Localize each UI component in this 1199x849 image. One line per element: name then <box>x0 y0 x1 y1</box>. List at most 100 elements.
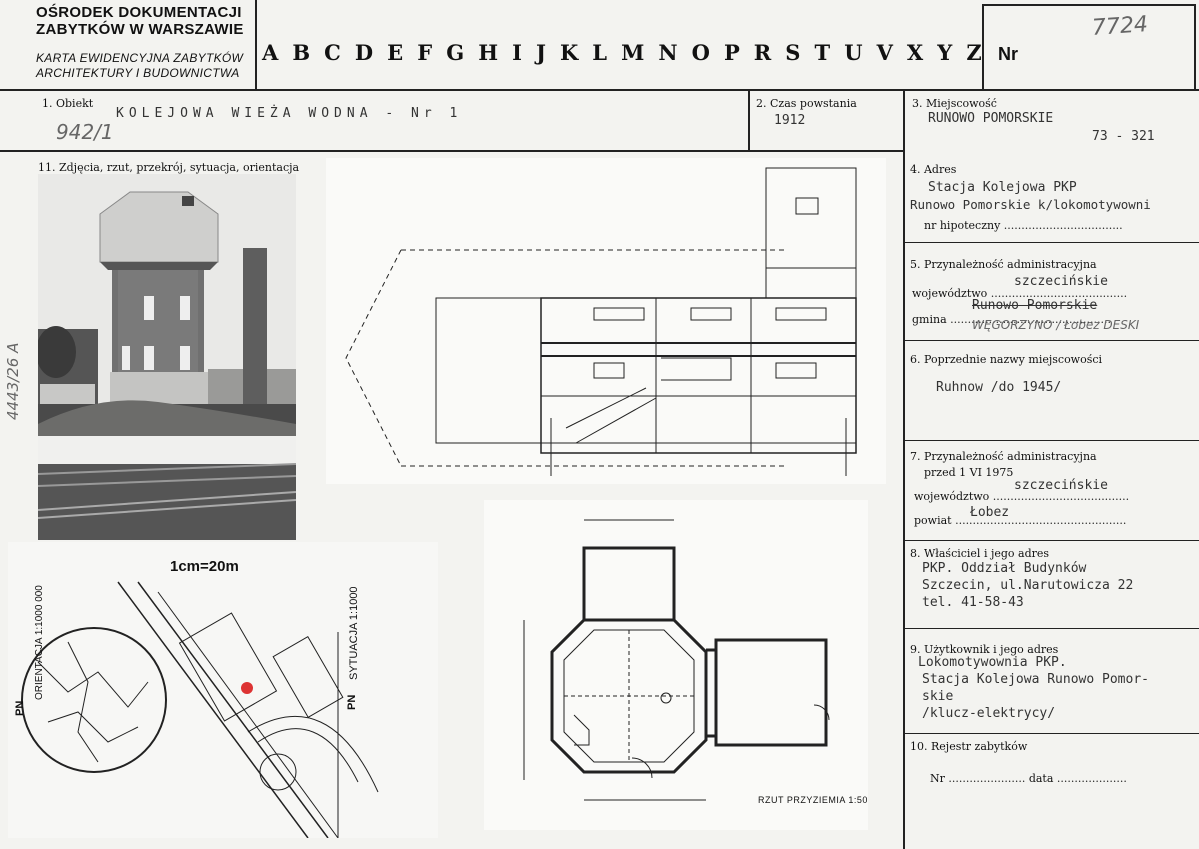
sep-9-10 <box>904 733 1199 734</box>
floor-plan-caption: RZUT PRZYZIEMIA 1:50 <box>758 795 868 805</box>
sep-6-7 <box>904 440 1199 441</box>
woj-label: województwo <box>912 287 988 300</box>
card-line2: ARCHITEKTURY I BUDOWNICTWA <box>36 66 240 80</box>
przed-label: przed 1 VI 1975 <box>924 466 1014 479</box>
poprz-label: 6. Poprzednie nazwy miejscowości <box>910 353 1103 366</box>
floor-plan-graphic <box>523 519 830 801</box>
index-letter: E <box>387 40 404 65</box>
org-line2: ZABYTKÓW W WARSZAWIE <box>36 21 244 38</box>
index-letter: U <box>844 40 863 65</box>
index-letter: S <box>785 40 801 65</box>
nr-box-top <box>982 4 1196 6</box>
north-left: PN <box>14 700 26 716</box>
sytuacja-label: SYTUACJA 1:1000 <box>348 586 360 680</box>
index-letter: D <box>354 40 374 65</box>
tower-photo <box>36 174 297 540</box>
sep-4-5 <box>904 242 1199 243</box>
rejestr-label: 10. Rejestr zabytków <box>910 740 1028 753</box>
nr-hip-text: nr hipoteczny <box>924 219 1001 232</box>
rejestr-row: Nr ...................... data .........… <box>930 772 1127 785</box>
zdjecia-label: 11. Zdjęcia, rzut, przekrój, sytuacja, o… <box>38 161 300 174</box>
uzyt-line2: Stacja Kolejowa Runowo Pomor- <box>922 672 1149 687</box>
woj-dots: ....................................... <box>987 287 1128 300</box>
gmina-label: gmina <box>912 313 947 326</box>
orientacja-label: ORIENTACJA 1:1000 000 <box>34 585 45 700</box>
uzyt-line4: /klucz-elektrycy/ <box>922 706 1056 721</box>
index-letter: O <box>691 40 710 65</box>
index-letter: Y <box>937 40 953 65</box>
situation-map <box>8 542 438 839</box>
index-letter: H <box>478 40 499 65</box>
woj2-label: województwo <box>914 490 990 503</box>
nr-value: 7724 <box>1091 12 1149 41</box>
postal-code: 73 - 321 <box>1092 129 1155 144</box>
nr-box-right <box>1194 4 1196 90</box>
index-letter: F <box>417 40 433 65</box>
wlasc-line3: tel. 41-58-43 <box>922 595 1024 610</box>
adres-label: 4. Adres <box>910 163 957 176</box>
gmina-dots: ........................................… <box>946 313 1111 326</box>
obiekt-value: KOLEJOWA WIEŻA WODNA - Nr 1 <box>116 106 463 121</box>
powiat-value: Łobez <box>970 505 1010 520</box>
rejestr-data: data <box>1028 772 1054 785</box>
index-letter: G <box>446 40 465 65</box>
przyn-label: 5. Przynależność administracyjna <box>910 258 1097 271</box>
side-hand-number: 4443/26 A <box>4 342 22 420</box>
miejscowosc-value: RUNOWO POMORSKIE <box>928 111 1054 126</box>
powiat-dots: ........................................… <box>951 514 1127 527</box>
miejscowosc-label: 3. Miejscowość <box>912 97 997 110</box>
index-letter: B <box>292 40 311 65</box>
right-column-divider <box>903 90 905 849</box>
north-right: PN <box>346 694 358 710</box>
org-name: OŚRODEK DOKUMENTACJI ZABYTKÓW W WARSZAWI… <box>36 4 244 38</box>
rejestr-data-dots: .................... <box>1053 772 1127 785</box>
index-letter: R <box>753 40 772 65</box>
index-letter: T <box>814 40 831 65</box>
tower-photo-graphic <box>36 174 297 540</box>
situation-map-graphic <box>21 581 379 839</box>
index-letter: A <box>262 40 279 65</box>
przyn2-label: 7. Przynależność administracyjna <box>910 450 1097 463</box>
section-drawing-graphic <box>345 167 857 476</box>
adres-line1: Stacja Kolejowa PKP <box>928 180 1077 195</box>
map-scale: 1cm=20m <box>170 558 239 575</box>
wlasc-label: 8. Właściciel i jego adres <box>910 547 1050 560</box>
woj-row: województwo ............................… <box>912 287 1127 300</box>
sep-5-6 <box>904 340 1199 341</box>
uzyt-line3: skie <box>922 689 954 704</box>
woj2-dots: ....................................... <box>989 490 1130 503</box>
czas-label: 2. Czas powstania <box>756 97 857 110</box>
poprz-value: Ruhnow /do 1945/ <box>936 380 1062 395</box>
index-letter: P <box>723 40 740 65</box>
row1-bottom-line <box>0 150 905 152</box>
woj-value: szczecińskie <box>1014 274 1108 289</box>
nr-label: Nr <box>998 44 1019 64</box>
row1-divider-a <box>748 90 750 151</box>
index-letter: L <box>592 40 608 65</box>
index-letter: M <box>621 40 645 65</box>
rejestr-nr: Nr <box>930 772 945 785</box>
czas-value: 1912 <box>774 113 806 128</box>
powiat-label: powiat <box>914 514 952 527</box>
gmina-struck: Runowo Pomorskie <box>972 298 1098 313</box>
gmina-hand: WĘGORZYNO / Łobez DESKI <box>972 318 1140 332</box>
section-drawing <box>326 158 886 484</box>
card-line1: KARTA EWIDENCYJNA ZABYTKÓW <box>36 51 244 65</box>
nr-hip-label: nr hipoteczny ..........................… <box>924 219 1123 232</box>
obiekt-label: 1. Obiekt <box>42 97 94 110</box>
nr-hip-dots: .................................. <box>1000 219 1123 232</box>
obiekt-hand-number: 942/1 <box>56 120 114 144</box>
sep-7-8 <box>904 540 1199 541</box>
index-letter: Z <box>966 40 982 65</box>
index-letter: I <box>512 40 522 65</box>
gmina-row: gmina ..................................… <box>912 313 1111 326</box>
woj2-value: szczecińskie <box>1014 478 1108 493</box>
card-type: KARTA EWIDENCYJNA ZABYTKÓW ARCHITEKTURY … <box>36 51 243 81</box>
index-letter: X <box>906 40 924 65</box>
wlasc-line2: Szczecin, ul.Narutowicza 22 <box>922 578 1134 593</box>
header-divider <box>255 0 257 90</box>
index-letter: C <box>324 40 341 65</box>
powiat-row: powiat .................................… <box>914 514 1126 527</box>
rejestr-nr-dots: ...................... <box>944 772 1029 785</box>
